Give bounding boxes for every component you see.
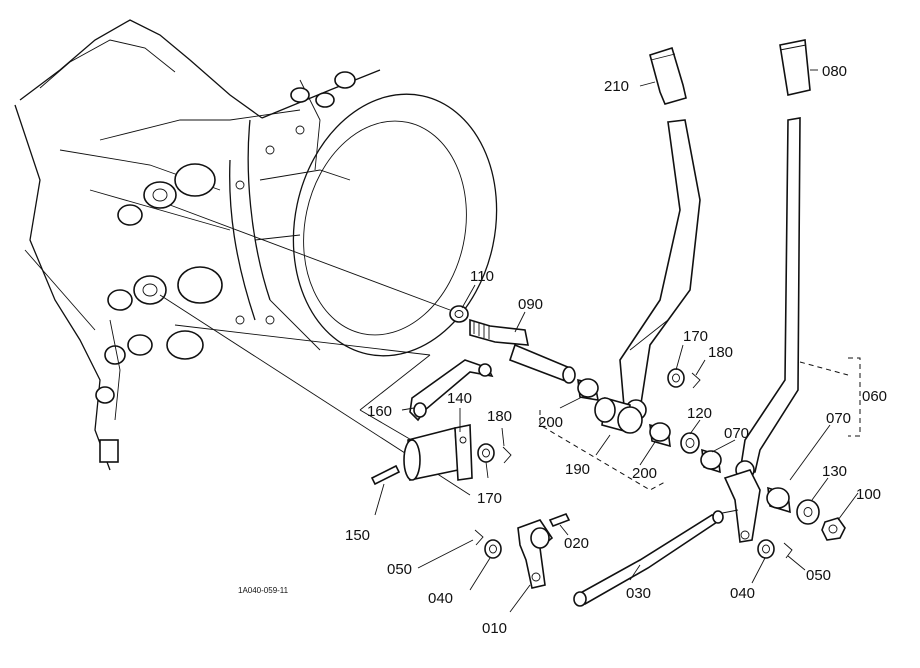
pin-020	[548, 512, 571, 528]
pin-150	[370, 464, 401, 486]
transmission-housing	[14, 19, 381, 471]
label-070-left: 070	[724, 425, 749, 442]
bushing-200-upper	[577, 378, 599, 401]
washer-170-lower	[477, 443, 495, 463]
label-080: 080	[822, 63, 847, 80]
label-leaders	[374, 69, 859, 613]
washer-040-right	[757, 539, 775, 559]
lever-left	[619, 119, 701, 421]
washer-110	[449, 305, 469, 323]
washer-120	[680, 432, 700, 454]
label-030: 030	[626, 585, 651, 602]
label-200-lower: 200	[632, 465, 657, 482]
part-labels: 210 080 110 090 170 180 160 140 180 200 …	[238, 63, 887, 637]
label-040-right: 040	[730, 585, 755, 602]
label-170-lower: 170	[477, 490, 502, 507]
label-190: 190	[565, 461, 590, 478]
label-130: 130	[822, 463, 847, 480]
pin-180-lower	[502, 446, 512, 464]
label-110: 110	[470, 268, 494, 285]
label-180-upper: 180	[708, 344, 733, 361]
label-210: 210	[604, 78, 629, 95]
washer-130	[796, 499, 820, 525]
bushing-070-right	[766, 486, 791, 514]
arm-010	[517, 519, 554, 589]
pin-050-right	[783, 542, 793, 559]
label-010: 010	[482, 620, 507, 637]
label-060: 060	[862, 388, 887, 405]
knob-080	[779, 39, 811, 96]
label-180-lower: 180	[487, 408, 512, 425]
label-170-upper: 170	[683, 328, 708, 345]
label-160: 160	[367, 403, 392, 420]
label-120: 120	[687, 405, 712, 422]
clutch-housing-flange	[229, 93, 498, 357]
label-150: 150	[345, 527, 370, 544]
label-100: 100	[856, 486, 881, 503]
washer-170-upper	[667, 368, 685, 388]
label-050-right: 050	[806, 567, 831, 584]
label-200-upper: 200	[538, 414, 563, 431]
label-140: 140	[447, 390, 472, 407]
bracket-140	[403, 424, 473, 481]
drawing-code: 1A040-059-11	[238, 586, 289, 595]
shaft-090	[469, 318, 576, 384]
label-050-left: 050	[387, 561, 412, 578]
bushing-200-lower	[649, 422, 671, 448]
rod-030	[573, 510, 724, 607]
label-070-right: 070	[826, 410, 851, 427]
label-020: 020	[564, 535, 589, 552]
arm-right	[711, 469, 761, 543]
nut-100	[821, 517, 846, 541]
pin-180-upper	[691, 372, 701, 389]
label-040-left: 040	[428, 590, 453, 607]
knob-210	[649, 46, 687, 105]
washer-040-left	[484, 539, 502, 559]
label-090: 090	[518, 296, 543, 313]
pipe-190	[594, 396, 643, 434]
link-160	[409, 359, 494, 422]
pin-050-left	[474, 529, 484, 546]
bushing-070-left	[700, 448, 722, 474]
